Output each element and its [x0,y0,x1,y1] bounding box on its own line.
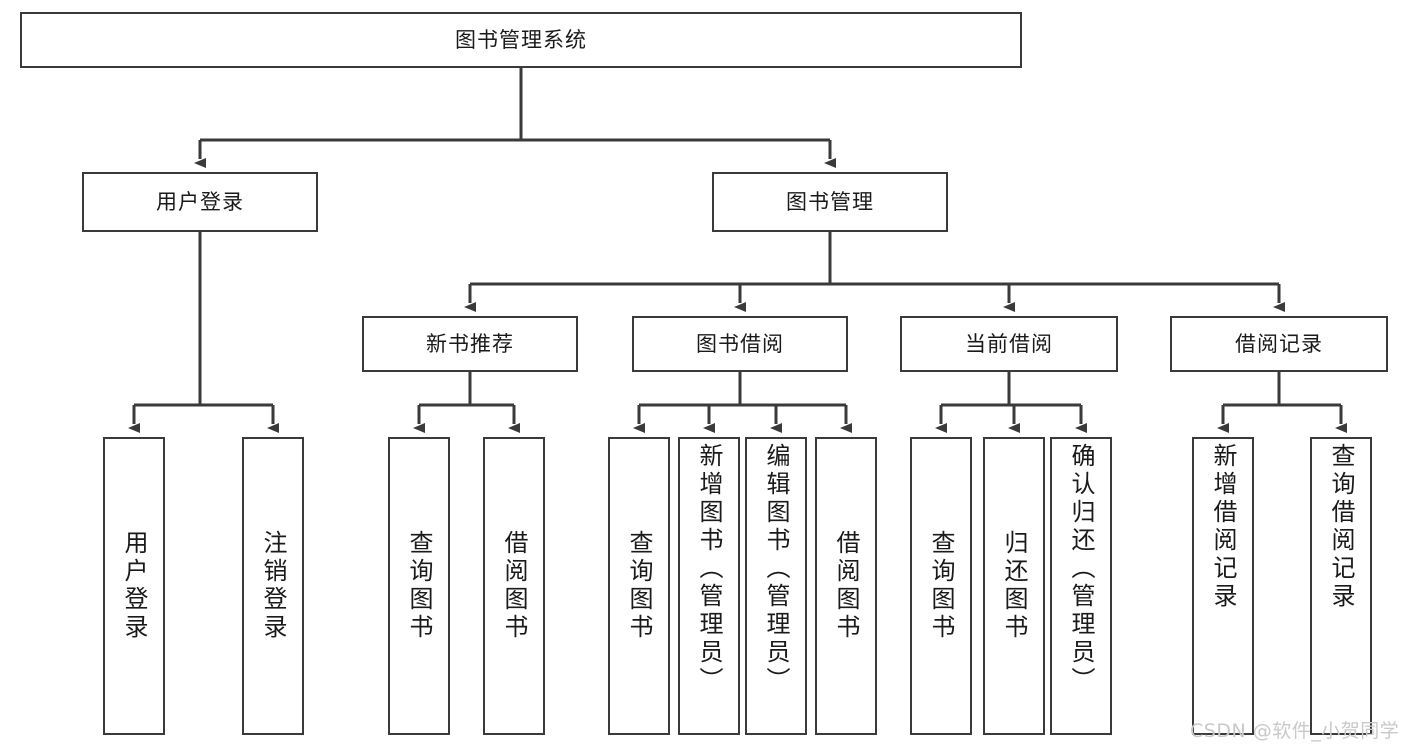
node-label: 借阅图书 [832,530,860,642]
node-label: 用户登录 [120,530,148,642]
node-records[interactable]: 借阅记录 [1170,316,1388,372]
node-leaf-new-2[interactable]: 借阅图书 [483,437,545,735]
node-label: 用户登录 [156,189,244,214]
node-leaf-new-1[interactable]: 查询图书 [388,437,450,735]
watermark: CSDN @软件_小贺同学 [1190,720,1400,742]
node-root[interactable]: 图书管理系统 [20,12,1022,68]
node-leaf-cur-1[interactable]: 查询图书 [910,437,972,735]
node-label: 注销登录 [259,530,287,642]
node-leaf-borrow-2[interactable]: 新增图书（管理员） [678,437,740,735]
node-label: 编辑图书（管理员） [762,443,790,695]
node-label: 查询图书 [927,530,955,642]
node-label: 确认归还（管理员） [1067,443,1095,695]
node-label: 查询图书 [405,530,433,642]
node-leaf-borrow-1[interactable]: 查询图书 [608,437,670,735]
node-label: 借阅图书 [500,530,528,642]
node-newbook[interactable]: 新书推荐 [362,316,578,372]
node-leaf-borrow-3[interactable]: 编辑图书（管理员） [745,437,807,735]
node-label: 图书管理系统 [455,27,587,52]
node-leaf-rec-2[interactable]: 查询借阅记录 [1310,437,1372,735]
node-leaf-borrow-4[interactable]: 借阅图书 [815,437,877,735]
node-label: 当前借阅 [965,331,1053,356]
node-label: 查询借阅记录 [1327,443,1355,611]
node-leaf-cur-2[interactable]: 归还图书 [983,437,1045,735]
node-leaf-cur-3[interactable]: 确认归还（管理员） [1050,437,1112,735]
node-bookmgmt[interactable]: 图书管理 [712,172,948,232]
node-leaf-rec-1[interactable]: 新增借阅记录 [1192,437,1254,735]
node-leaf-login-1[interactable]: 用户登录 [103,437,165,735]
node-leaf-login-2[interactable]: 注销登录 [242,437,304,735]
node-label: 新增借阅记录 [1209,443,1237,611]
node-login[interactable]: 用户登录 [82,172,318,232]
node-label: 借阅记录 [1235,331,1323,356]
node-label: 归还图书 [1000,530,1028,642]
node-label: 新书推荐 [426,331,514,356]
node-current[interactable]: 当前借阅 [900,316,1118,372]
node-label: 新增图书（管理员） [695,443,723,695]
node-label: 图书借阅 [696,331,784,356]
node-label: 查询图书 [625,530,653,642]
node-label: 图书管理 [786,189,874,214]
node-borrow[interactable]: 图书借阅 [632,316,848,372]
